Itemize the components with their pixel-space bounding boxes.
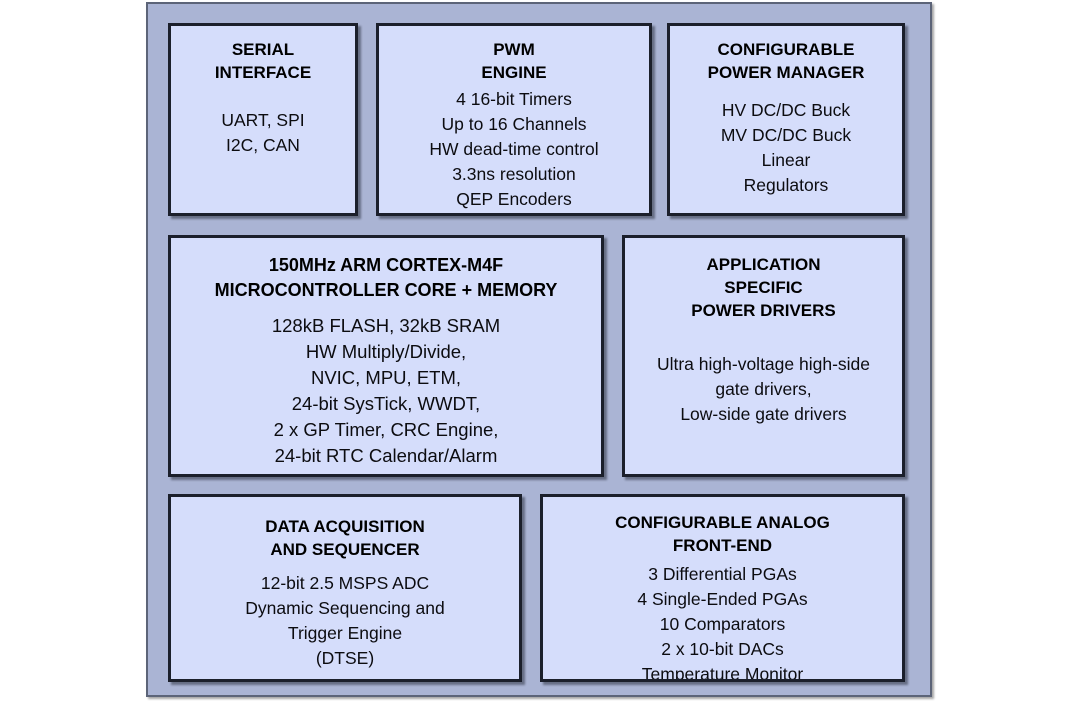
block-configurable-power-manager: CONFIGURABLE POWER MANAGER HV DC/DC Buck… <box>667 23 905 216</box>
chassis-panel: SERIAL INTERFACE UART, SPI I2C, CAN PWM … <box>146 2 932 697</box>
block-data-acquisition-and-sequencer-body: 12-bit 2.5 MSPS ADC Dynamic Sequencing a… <box>245 573 445 668</box>
block-serial-interface: SERIAL INTERFACE UART, SPI I2C, CAN <box>168 23 358 216</box>
block-serial-interface-title: SERIAL INTERFACE <box>214 40 312 82</box>
block-configurable-power-manager-body: HV DC/DC Buck MV DC/DC Buck Linear Regul… <box>720 100 852 195</box>
block-configurable-analog-front-end: CONFIGURABLE ANALOG FRONT-END 3 Differen… <box>540 494 905 682</box>
block-configurable-analog-front-end-body: 3 Differential PGAs 4 Single-Ended PGAs … <box>637 564 808 682</box>
block-application-specific-power-drivers-body: Ultra high-voltage high-side gate driver… <box>656 354 871 424</box>
block-pwm-engine-body: 4 16-bit Timers Up to 16 Channels HW dea… <box>429 89 599 209</box>
block-pwm-engine-title: PWM ENGINE <box>481 40 547 82</box>
block-application-specific-power-drivers-title: APPLICATION SPECIFIC POWER DRIVERS <box>691 255 836 320</box>
block-data-acquisition-and-sequencer-title: DATA ACQUISITION AND SEQUENCER <box>265 517 425 559</box>
block-data-acquisition-and-sequencer: DATA ACQUISITION AND SEQUENCER 12-bit 2.… <box>168 494 522 682</box>
block-application-specific-power-drivers: APPLICATION SPECIFIC POWER DRIVERS Ultra… <box>622 235 905 477</box>
block-microcontroller-core-body: 128kB FLASH, 32kB SRAM HW Multiply/Divid… <box>271 315 501 466</box>
block-configurable-analog-front-end-title: CONFIGURABLE ANALOG FRONT-END <box>615 513 830 555</box>
block-microcontroller-core-title: 150MHz ARM CORTEX-M4F MICROCONTROLLER CO… <box>214 255 558 300</box>
block-serial-interface-body: UART, SPI I2C, CAN <box>221 110 305 155</box>
block-configurable-power-manager-title: CONFIGURABLE POWER MANAGER <box>707 40 865 82</box>
block-microcontroller-core: 150MHz ARM CORTEX-M4F MICROCONTROLLER CO… <box>168 235 604 477</box>
block-pwm-engine: PWM ENGINE 4 16-bit Timers Up to 16 Chan… <box>376 23 652 216</box>
